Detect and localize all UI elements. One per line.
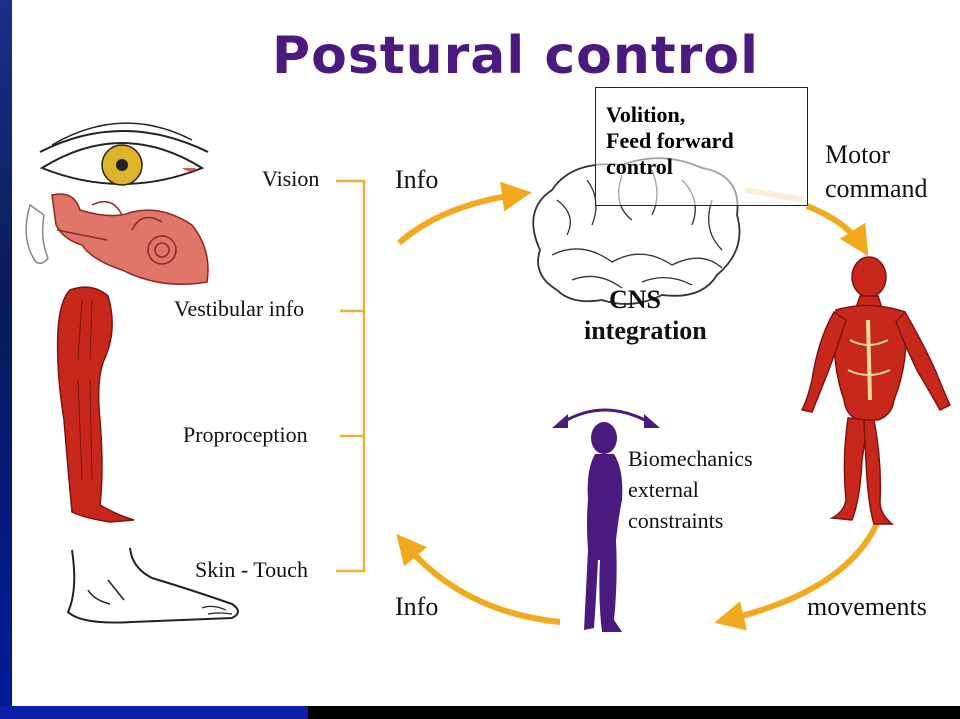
volition-box: Volition, Feed forward control — [595, 87, 808, 206]
standing-person-icon — [584, 422, 623, 632]
label-proproception: Proproception — [183, 422, 308, 447]
arrow-info-bottom — [396, 533, 561, 625]
label-cns: CNS — [609, 285, 662, 314]
label-biomechanics: Biomechanics external constraints — [628, 446, 753, 533]
label-info-bottom: Info — [395, 592, 439, 621]
arrow-movements — [714, 514, 883, 631]
slide-bottom-bar — [0, 706, 960, 719]
arrow-info-top — [397, 181, 532, 246]
label-vestibular-info: Vestibular info — [174, 296, 305, 321]
slide-left-edge — [0, 0, 12, 719]
label-movements: movements — [807, 592, 927, 621]
slide-title: Postural control — [272, 26, 759, 86]
label-motor-command: Motor command — [825, 140, 928, 203]
label-info-top: Info — [395, 165, 439, 194]
sway-arrow-icon — [552, 408, 660, 428]
ear-icon — [25, 193, 209, 286]
leg-muscle-icon — [56, 286, 135, 523]
label-skin-touch: Skin - Touch — [195, 557, 308, 582]
label-integration: integration — [584, 316, 707, 345]
label-vision: Vision — [262, 166, 320, 191]
input-bracket — [336, 179, 366, 573]
arrow-motor-command — [805, 203, 869, 257]
human-muscle-figure-icon — [800, 256, 951, 525]
volition-text: Volition, Feed forward control — [606, 102, 734, 179]
slide: Postural control — [12, 0, 960, 706]
eye-icon — [39, 122, 209, 186]
foot-icon — [66, 547, 239, 624]
